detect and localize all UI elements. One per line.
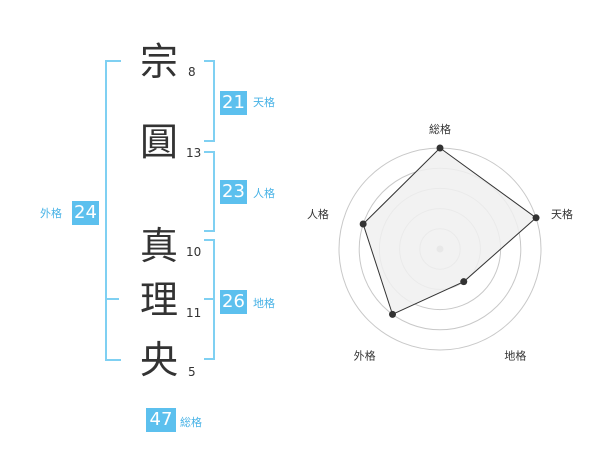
radar-point: [436, 144, 444, 152]
radar-axis-label: 人格: [307, 207, 329, 221]
radar-point: [460, 278, 468, 286]
radar-point: [389, 310, 397, 318]
radar-points: [359, 144, 540, 318]
stroke-count-5: 5: [188, 365, 196, 379]
stroke-count-2: 13: [186, 146, 202, 160]
gaikaku-label: 外格: [40, 207, 62, 220]
tenkaku-bracket: [204, 60, 215, 142]
chikaku-badge: 26: [220, 290, 247, 314]
soukaku-label: 総格: [180, 416, 202, 429]
chikaku-label: 地格: [253, 297, 275, 310]
soukaku-badge: 47: [146, 408, 176, 432]
name-char-3: 真: [139, 224, 178, 268]
radar-axis-label: 総格: [429, 122, 451, 136]
gaikaku-bracket: [105, 60, 121, 361]
stroke-count-4: 11: [186, 306, 202, 320]
stroke-count-3: 10: [186, 245, 202, 259]
radar-axis-label: 天格: [551, 207, 573, 221]
jinkaku-badge: 23: [220, 180, 247, 204]
name-char-5: 央: [139, 338, 178, 382]
gaikaku-bracket-inner-tick: [107, 298, 119, 300]
chikaku-bracket: [204, 239, 215, 360]
name-char-2: 圓: [139, 120, 178, 164]
radar-point: [359, 220, 367, 228]
gaikaku-badge: 24: [72, 201, 99, 225]
radar-data-polygon: [362, 147, 537, 316]
jinkaku-label: 人格: [253, 187, 275, 200]
radar-point: [532, 214, 540, 222]
chikaku-bracket-inner-tick: [204, 298, 213, 300]
radar-axis-label: 外格: [354, 349, 376, 363]
tenkaku-badge: 21: [220, 91, 247, 115]
radar-axis-label: 地格: [504, 349, 526, 363]
name-char-1: 宗: [139, 40, 178, 84]
name-char-4: 理: [139, 278, 178, 322]
tenkaku-label: 天格: [253, 96, 275, 109]
jinkaku-bracket: [204, 151, 215, 232]
stroke-count-1: 8: [188, 65, 196, 79]
